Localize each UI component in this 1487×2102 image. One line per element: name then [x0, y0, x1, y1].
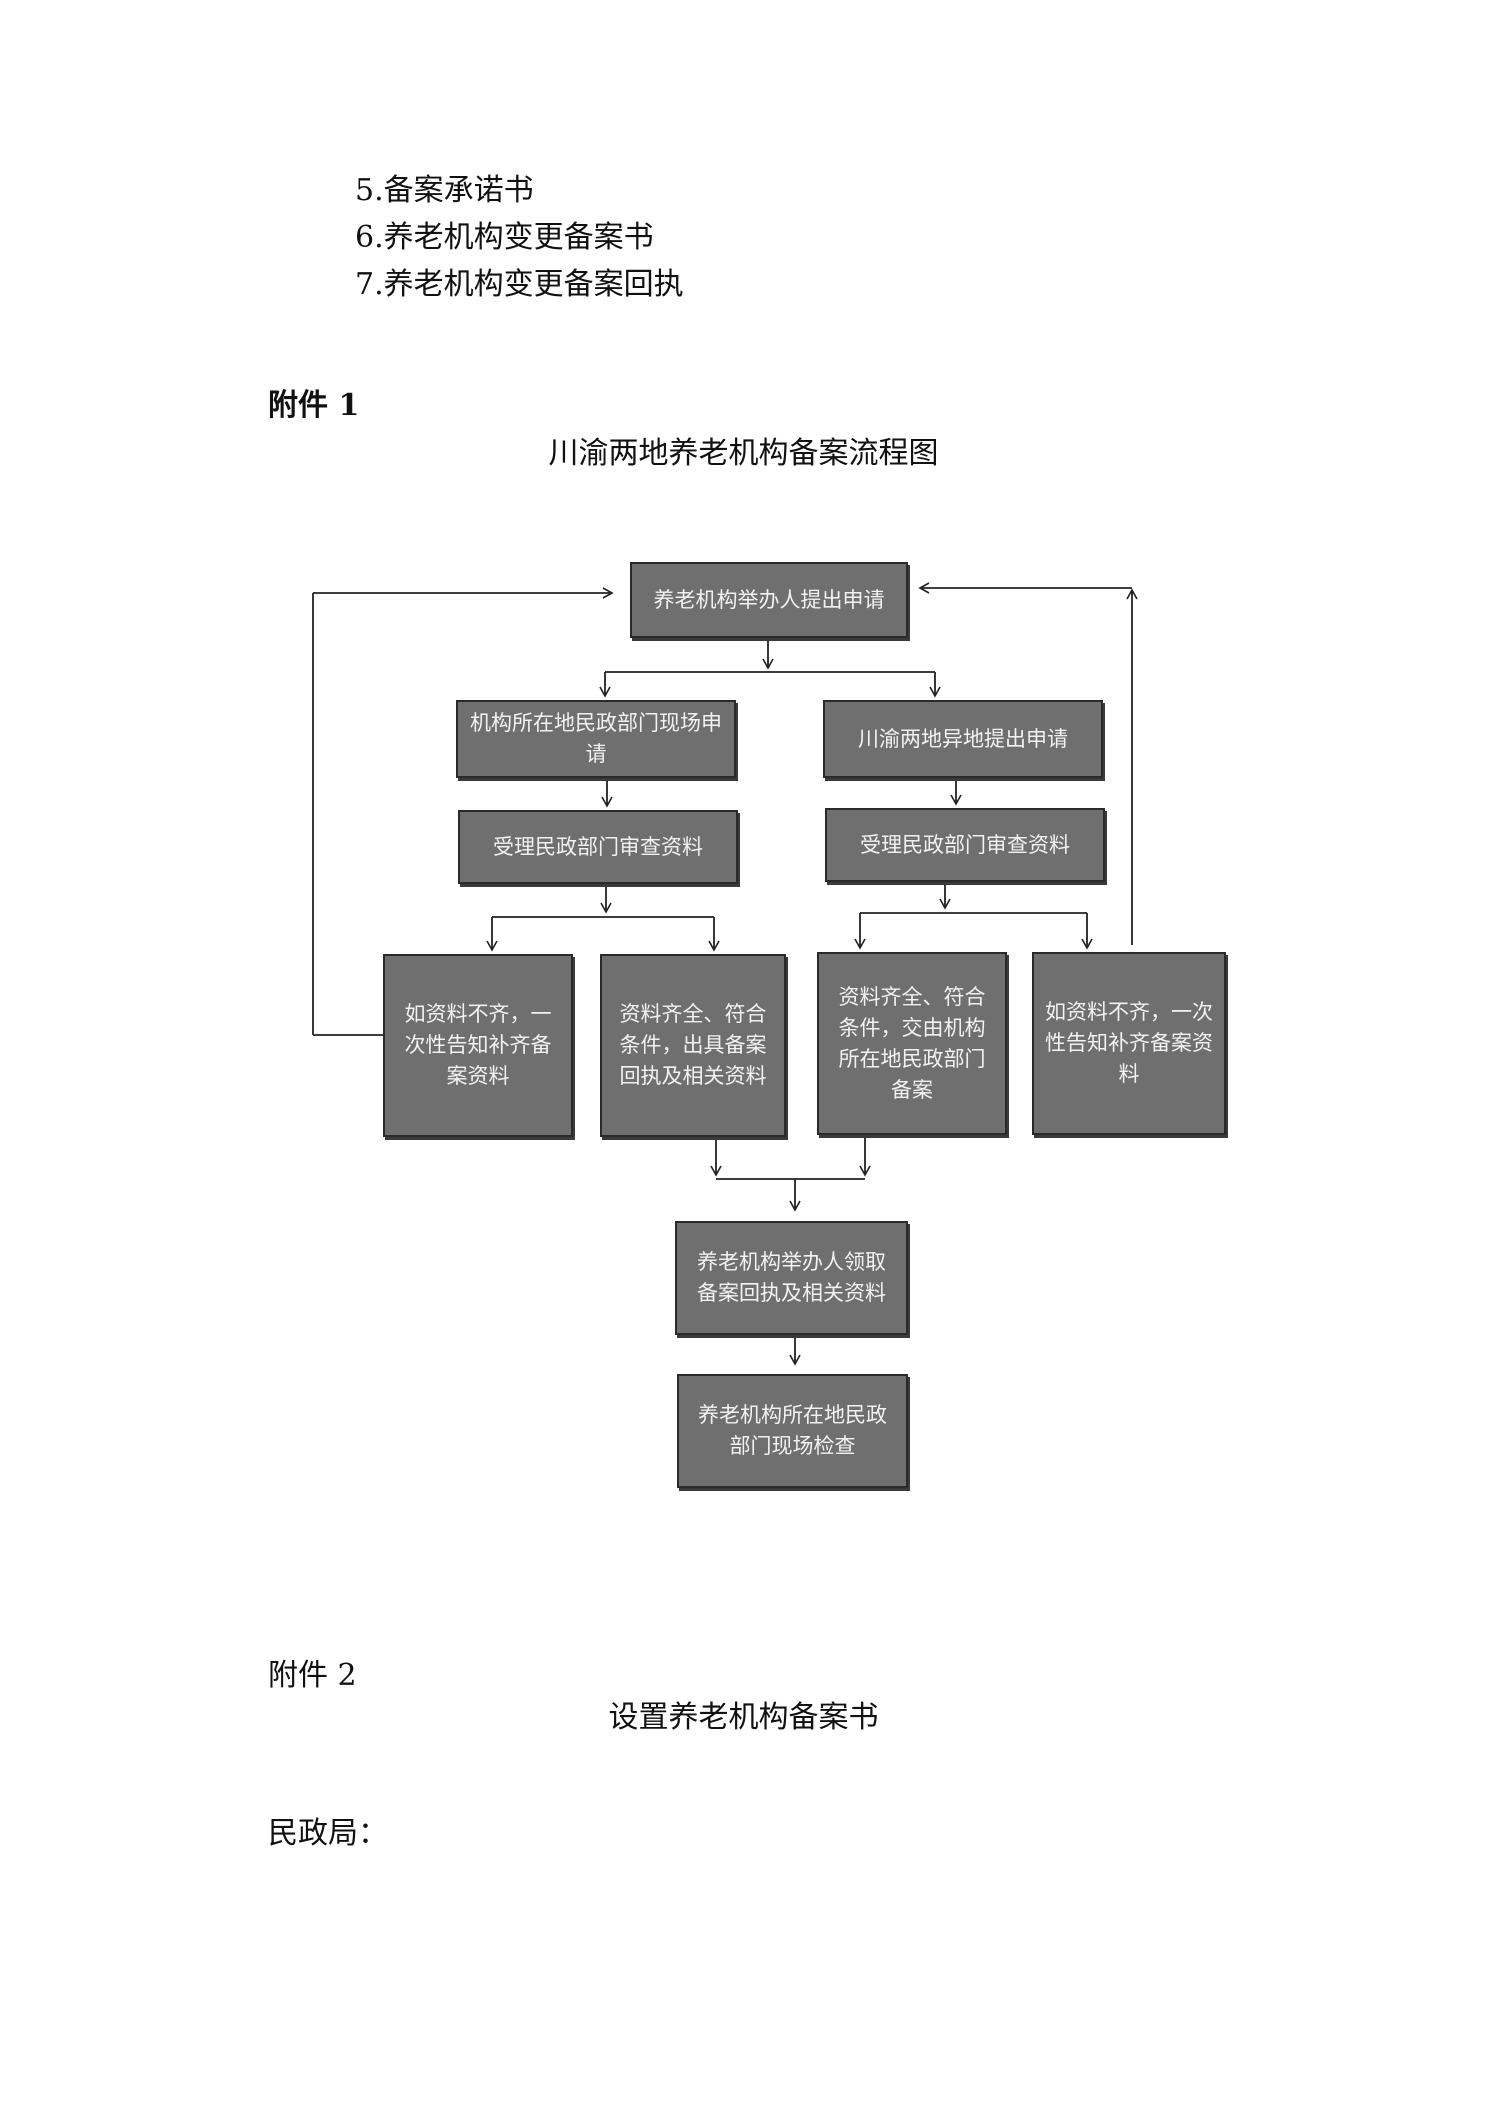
flow-box-apply-label: 养老机构举办人提出申请 [653, 587, 885, 612]
flow-box-review-left-label: 受理民政部门审查资料 [493, 834, 703, 859]
list-item-6: 6.养老机构变更备案书 [355, 220, 654, 255]
attachment2-label: 附件 2 [268, 1658, 357, 1693]
flow-box-complete-right: 资料齐全、符合条件，交由机构所在地民政部门备案 [817, 952, 1007, 1135]
flow-box-review-right: 受理民政部门审查资料 [825, 808, 1105, 882]
flow-box-inspect-label: 养老机构所在地民政部门现场检查 [698, 1403, 887, 1458]
flow-box-incomplete-left: 如资料不齐，一次性告知补齐备案资料 [383, 954, 573, 1137]
flow-box-local-apply-label: 机构所在地民政部门现场申请 [470, 711, 722, 766]
flow-box-incomplete-right: 如资料不齐，一次性告知补齐备案资料 [1032, 952, 1226, 1135]
flow-box-complete-left: 资料齐全、符合条件，出具备案回执及相关资料 [600, 954, 786, 1137]
flow-box-remote-apply-label: 川渝两地异地提出申请 [858, 726, 1068, 751]
attachment1-label: 附件 1 [268, 388, 360, 423]
flow-box-complete-right-label: 资料齐全、符合条件，交由机构所在地民政部门备案 [838, 984, 986, 1102]
flow-box-review-right-label: 受理民政部门审查资料 [860, 832, 1070, 857]
form-title: 设置养老机构备案书 [608, 1700, 879, 1735]
flow-box-inspect: 养老机构所在地民政部门现场检查 [677, 1374, 908, 1488]
flow-box-review-left: 受理民政部门审查资料 [458, 810, 738, 884]
flowchart-title: 川渝两地养老机构备案流程图 [548, 436, 939, 471]
flow-box-collect-label: 养老机构举办人领取备案回执及相关资料 [697, 1250, 886, 1305]
addressee: 民政局： [268, 1816, 388, 1851]
list-item-7: 7.养老机构变更备案回执 [355, 267, 684, 302]
list-item-5: 5.备案承诺书 [355, 173, 534, 208]
flow-box-incomplete-left-label: 如资料不齐，一次性告知补齐备案资料 [404, 1002, 552, 1088]
flow-box-complete-left-label: 资料齐全、符合条件，出具备案回执及相关资料 [619, 1002, 767, 1088]
flow-box-remote-apply: 川渝两地异地提出申请 [823, 700, 1103, 778]
flow-box-local-apply: 机构所在地民政部门现场申请 [456, 700, 736, 778]
flow-box-incomplete-right-label: 如资料不齐，一次性告知补齐备案资料 [1045, 1000, 1213, 1086]
flow-box-apply: 养老机构举办人提出申请 [630, 562, 908, 638]
flow-box-collect: 养老机构举办人领取备案回执及相关资料 [675, 1221, 908, 1335]
